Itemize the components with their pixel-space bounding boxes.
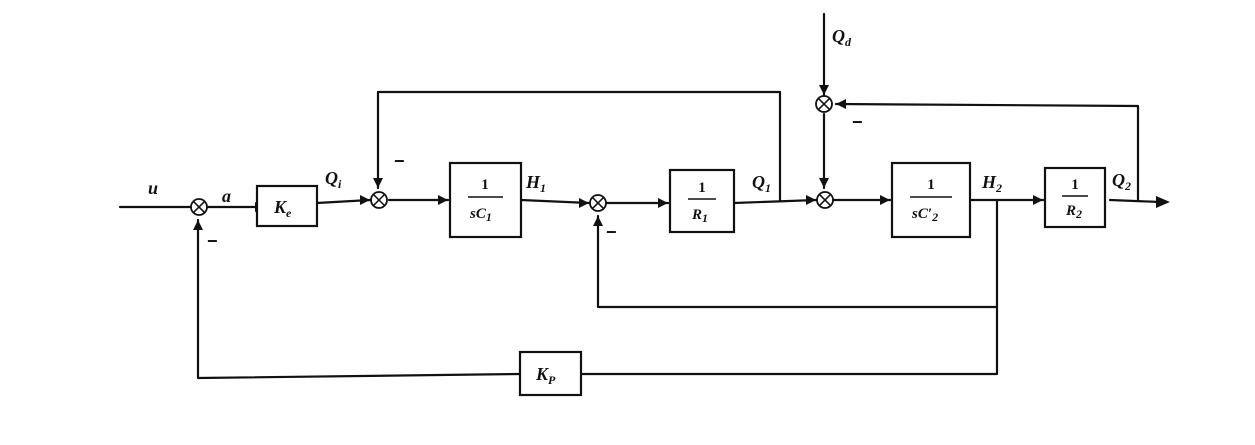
arrow-into-sum2 — [360, 195, 370, 205]
r2-denominator-sub: 2 — [1075, 207, 1082, 221]
svg-text:R2: R2 — [1065, 203, 1082, 221]
c2-denominator: sC — [911, 206, 929, 222]
line-h2-feedback — [596, 198, 999, 309]
arrow-into-sum4 — [806, 195, 816, 205]
line-q2-feedback — [834, 102, 1140, 202]
sign-sum1-feedback: − — [207, 231, 218, 251]
summing-junction-4 — [816, 191, 834, 209]
q2-main: Q — [1112, 170, 1125, 190]
signal-label-h2: H2 — [981, 172, 1002, 195]
summing-junction-3 — [589, 194, 607, 212]
signal-label-qd: Qd — [832, 26, 852, 49]
arrow-into-r1 — [658, 198, 668, 208]
arrow-qd-into-sumqd — [819, 85, 829, 95]
ke-subscript: e — [286, 206, 292, 220]
summing-junction-1 — [190, 198, 208, 216]
qd-main: Q — [832, 26, 845, 46]
c2-denominator-sub: 2 — [931, 210, 938, 224]
r1-numerator: 1 — [698, 180, 706, 196]
arrow-into-c2 — [880, 195, 890, 205]
block-kp: KP — [518, 350, 583, 397]
block-1-over-sc1: 1 sC1 — [448, 161, 523, 239]
line-r1-to-sum4 — [732, 198, 818, 205]
block-1-over-sc2-prime: 1 sC′2 — [890, 161, 972, 239]
block-1-over-r1: 1 R1 — [668, 168, 736, 234]
h2-main: H — [981, 172, 997, 192]
r1-denominator-sub: 1 — [702, 211, 708, 225]
h2-sub: 2 — [995, 181, 1002, 195]
svg-text:KP: KP — [535, 364, 556, 387]
line-r2-to-output — [1108, 198, 1162, 204]
signal-label-q2: Q2 — [1112, 170, 1131, 193]
r2-numerator: 1 — [1071, 177, 1079, 193]
ke-symbol: K — [273, 197, 288, 217]
r2-denominator: R — [1065, 203, 1076, 219]
signal-label-a: a — [222, 186, 231, 206]
summing-junction-2 — [370, 191, 388, 209]
sign-sumqd-feedback: − — [852, 112, 863, 132]
kp-subscript: P — [548, 373, 556, 387]
line-h2-to-kp — [579, 305, 999, 376]
signal-label-h1: H1 — [525, 172, 546, 195]
arrow-output — [1156, 196, 1170, 208]
r1-denominator: R — [691, 207, 702, 223]
q1-main: Q — [752, 172, 765, 192]
svg-text:sC′2: sC′2 — [911, 206, 938, 224]
block-ke: Ke — [255, 184, 319, 228]
qi-main: Q — [325, 168, 338, 188]
block-1-over-r2: 1 R2 — [1043, 166, 1107, 229]
kp-symbol: K — [535, 364, 550, 384]
qi-sub: i — [338, 177, 342, 191]
c2-numerator: 1 — [927, 177, 935, 193]
qd-sub: d — [845, 35, 852, 49]
signal-label-u: u — [148, 178, 158, 198]
c2-denominator-prime: ′ — [928, 206, 932, 222]
h1-sub: 1 — [540, 181, 546, 195]
q2-sub: 2 — [1124, 179, 1131, 193]
sign-sum3-feedback: − — [606, 222, 617, 242]
svg-text:Ke: Ke — [273, 197, 292, 220]
signal-label-qi: Qi — [325, 168, 342, 191]
arrow-feedback-into-sum1 — [193, 220, 203, 230]
arrow-into-c1 — [438, 195, 448, 205]
c1-denominator-sub: 1 — [486, 210, 492, 224]
svg-text:R1: R1 — [691, 207, 708, 225]
line-q1-feedback — [376, 90, 782, 202]
q1-sub: 1 — [765, 181, 771, 195]
svg-text:sC1: sC1 — [469, 206, 492, 224]
signal-label-q1: Q1 — [752, 172, 771, 195]
arrow-feedback-into-sum2 — [373, 178, 383, 188]
signal-lines — [118, 12, 1162, 380]
c1-denominator: sC — [469, 206, 487, 222]
h1-main: H — [525, 172, 541, 192]
sign-sum2-feedback: − — [394, 151, 405, 171]
line-kp-to-sum1 — [196, 218, 522, 380]
arrow-into-r2 — [1033, 195, 1043, 205]
arrow-feedback-into-sum3 — [593, 216, 603, 226]
arrow-into-sum4-top — [819, 178, 829, 188]
summing-junction-qd — [815, 95, 833, 113]
arrow-q2-into-sumqd — [836, 99, 846, 109]
line-c1-to-sum3 — [519, 198, 591, 205]
c1-numerator: 1 — [481, 177, 489, 193]
arrow-into-sum3 — [579, 198, 589, 208]
